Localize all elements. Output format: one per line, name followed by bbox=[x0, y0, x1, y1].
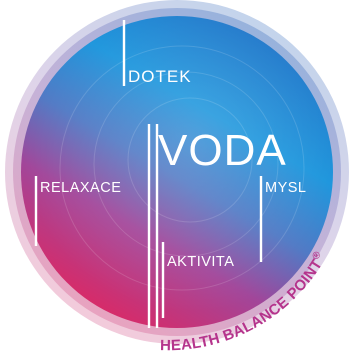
main-disc-glow bbox=[21, 16, 333, 328]
divider-lines bbox=[34, 20, 263, 328]
label-mysl: MYSL bbox=[265, 180, 307, 196]
label-relaxace: RELAXACE bbox=[40, 180, 121, 196]
label-aktivita: AKTIVITA bbox=[167, 254, 234, 270]
inner-rings bbox=[59, 45, 305, 291]
label-dotek: DOTEK bbox=[128, 67, 192, 86]
label-voda: VODA bbox=[158, 126, 287, 175]
